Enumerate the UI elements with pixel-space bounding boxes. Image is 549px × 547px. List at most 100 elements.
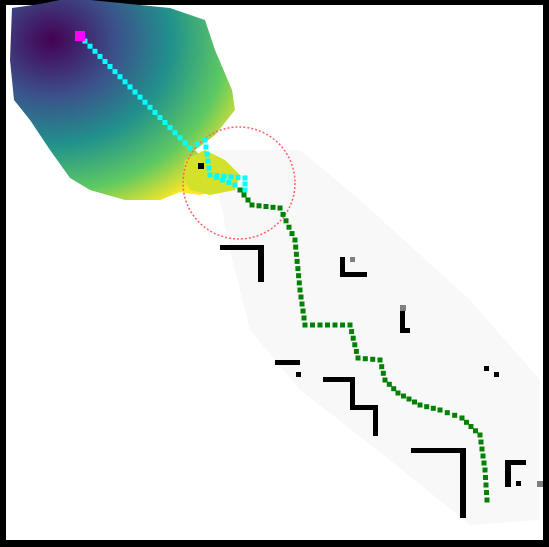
planned-path-dot (483, 482, 489, 488)
planned-path-dot (298, 294, 304, 300)
planned-path-dot (377, 357, 383, 363)
planned-path-dot (480, 453, 486, 459)
searched-path-dot (162, 120, 168, 125)
planned-path-dot (417, 402, 423, 408)
planned-path-dot (299, 301, 305, 307)
searched-path-dot (107, 64, 113, 69)
searched-path-dot (97, 53, 103, 59)
planned-path-dot (325, 322, 330, 328)
obstacle-wall (275, 360, 300, 365)
planned-path-dot (395, 390, 401, 396)
searched-path-dot (87, 43, 93, 49)
searched-path-dot (228, 174, 234, 180)
planned-path-dot (347, 322, 353, 328)
planned-path-dot (406, 396, 412, 402)
obstacle-wall (220, 245, 264, 282)
searched-path-dot (82, 38, 88, 44)
searched-path-dot (112, 69, 118, 75)
planned-path-dot (301, 315, 307, 321)
start-marker (75, 31, 85, 41)
searched-path-dot (202, 137, 208, 143)
planned-path-dot (444, 410, 450, 416)
sensor-radius-circle (182, 126, 296, 240)
searched-path-dot (242, 187, 248, 193)
searched-path-dot (242, 175, 248, 181)
obstacle-wall (516, 481, 521, 486)
searched-path-dot (221, 173, 227, 179)
searched-path-dot (172, 130, 178, 136)
planned-path-dot (293, 244, 299, 250)
searched-path-dot (142, 99, 148, 105)
planned-path-dot (437, 407, 443, 413)
searched-path-dot (157, 115, 163, 120)
planned-path-dot (283, 218, 289, 224)
planned-path-dot (296, 280, 302, 286)
planned-path-dot (297, 287, 303, 293)
planned-path-dot (412, 399, 417, 405)
obstacle-wall (340, 257, 367, 277)
searched-path-dot (213, 175, 219, 180)
planned-path-dot (362, 356, 368, 362)
planned-path-dot (289, 231, 295, 237)
unknown-cell (350, 257, 355, 262)
planned-path-dot (237, 187, 243, 193)
planned-path-dot (380, 370, 386, 376)
planned-path-dot (484, 490, 489, 495)
planned-path-dot (468, 424, 474, 429)
searched-path-dot (226, 180, 232, 185)
searched-path-dot (205, 158, 211, 164)
planned-path-dot (270, 204, 276, 210)
planned-path-dot (277, 205, 283, 211)
obstacle-wall (400, 310, 410, 333)
searched-path (77, 33, 248, 193)
planned-path-dot (256, 203, 262, 209)
planned-path-dot (459, 415, 465, 421)
robot-marker (198, 163, 204, 169)
planned-path-dot (317, 322, 323, 328)
searched-path-dot (177, 135, 183, 141)
planned-path-dot (352, 342, 358, 348)
searched-path-dot (204, 151, 210, 157)
planned-path-dot (349, 329, 355, 335)
searched-path-dot (147, 104, 153, 110)
searched-path-dot (122, 79, 128, 85)
planned-path-dot (484, 497, 490, 503)
planned-path-dot (478, 439, 484, 445)
planned-path-dot (293, 251, 299, 257)
planned-path-dot (286, 224, 292, 230)
planned-path-dot (241, 192, 247, 198)
cost-heatmap (10, 0, 240, 200)
planned-path-dot (310, 322, 315, 328)
planned-path-dot (280, 211, 286, 217)
planned-path-dot (482, 467, 488, 473)
planned-path-dot (464, 419, 469, 425)
planned-path-dot (292, 237, 298, 243)
searched-path-dot (132, 89, 138, 95)
planned-path-dot (340, 322, 345, 328)
explored-region (210, 150, 540, 525)
planned-path-dot (294, 258, 300, 264)
obstacle-wall (505, 460, 526, 487)
searched-path-dot (182, 140, 188, 146)
searched-path-dot (242, 181, 248, 187)
planned-path-dot (249, 202, 255, 208)
planned-path-dot (452, 412, 458, 418)
obstacle-wall (411, 448, 466, 518)
planned-path-dot (300, 308, 306, 314)
planned-path-dot (295, 266, 301, 272)
planned-path-dot (473, 428, 478, 434)
planned-path-dot (481, 460, 487, 466)
searched-path-dot (92, 48, 98, 54)
obstacle-wall (484, 366, 489, 371)
obstacle-wall (296, 372, 301, 377)
planned-path-dot (370, 356, 376, 362)
planned-path-dot (391, 386, 397, 392)
obstacles (220, 245, 543, 518)
planned-path-dot (483, 475, 488, 480)
planned-path-dot (332, 322, 338, 328)
planned-path (237, 187, 490, 503)
planned-path-dot (245, 197, 251, 203)
searched-path-dot (235, 174, 241, 180)
